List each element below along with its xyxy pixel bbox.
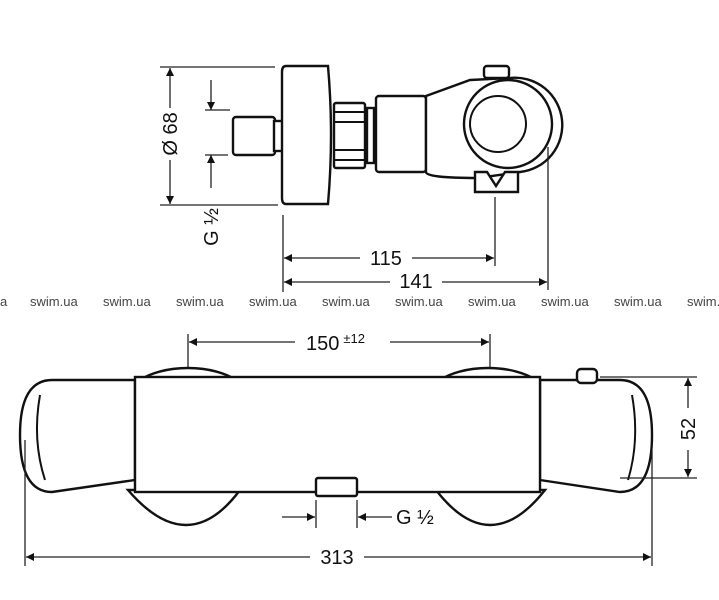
top-view: Ø 68 G ½ 11 (160, 64, 564, 293)
height-label: 52 (678, 418, 700, 440)
dim-141-label: 141 (399, 271, 432, 293)
dimension-313: 313 (24, 440, 653, 569)
thread-label-top: G ½ (201, 208, 223, 246)
watermark: swim.ua (249, 294, 297, 309)
length-label: 313 (320, 547, 353, 569)
watermark-row: a swim.ua swim.ua swim.ua swim.ua swim.u… (0, 294, 719, 309)
watermark: swim.ua (30, 294, 78, 309)
diameter-label: Ø 68 (160, 112, 182, 155)
diameter-dimension: Ø 68 (160, 66, 278, 206)
front-view: 150±12 52 G ½ (18, 331, 700, 569)
dimension-52: 52 (600, 376, 700, 479)
dimension-150: 150±12 (187, 331, 491, 372)
thread-dimension-top: G ½ (201, 80, 230, 246)
watermark: swim.ua (541, 294, 589, 309)
thread-dimension-front: G ½ (282, 500, 434, 529)
watermark: swim.ua (176, 294, 224, 309)
watermark: swim.ua (395, 294, 443, 309)
thread-label-front: G ½ (396, 507, 434, 529)
dimension-115: 115 (282, 197, 496, 292)
watermark: swim.ua (322, 294, 370, 309)
watermark: swim.ua (103, 294, 151, 309)
mixer-side-profile (231, 64, 564, 206)
watermark: swim.ua (468, 294, 516, 309)
dim-150-label: 150±12 (306, 331, 365, 355)
mixer-front-profile (18, 366, 654, 526)
watermark: swim.ua (614, 294, 662, 309)
watermark: a (0, 294, 8, 309)
watermark: swim.ua (687, 294, 719, 309)
dimension-141: 141 (284, 147, 549, 293)
dim-115-label: 115 (370, 248, 402, 270)
